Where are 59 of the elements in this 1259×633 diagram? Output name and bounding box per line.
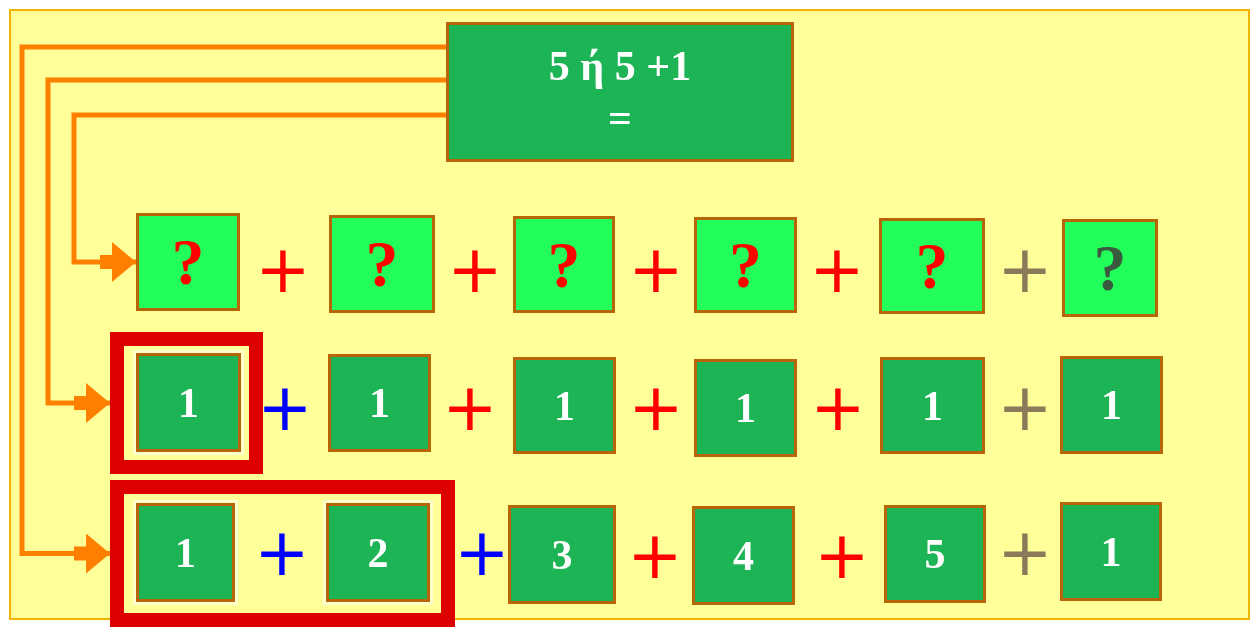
question-box [329,215,435,313]
plus-sign: + [255,237,311,303]
plus-sign: + [628,375,684,441]
plus-sign: + [809,237,865,303]
number-label: 1 [175,531,196,574]
number-box [136,503,235,602]
number-label: 1 [554,384,575,427]
number-box [692,506,795,605]
plus-sign: + [442,375,498,441]
plus-sign: + [997,520,1053,586]
question-box [513,216,615,313]
plus-sign: + [628,237,684,303]
arrow [19,44,446,574]
plus-sign: + [997,237,1053,303]
plus-sign: + [627,523,683,589]
question-mark: ? [547,231,581,298]
equation-text: 5 ή 5 +1 [548,45,692,87]
plus-sign: + [454,520,510,586]
number-label: 3 [551,533,573,576]
number-label: 1 [1101,384,1122,426]
number-box [694,359,797,457]
number-label: 1 [735,387,756,429]
question-box [694,217,797,313]
question-box [1062,219,1158,317]
question-box [879,218,985,314]
plus-sign: + [814,523,870,589]
arrow [45,77,446,423]
highlight-frame [110,332,263,474]
number-label: 2 [367,531,389,574]
question-mark: ? [729,232,762,298]
plus-sign: + [254,520,310,586]
number-label: 1 [922,384,943,427]
equals-sign: = [608,97,632,139]
question-mark: ? [171,229,205,295]
plus-sign: + [810,375,866,441]
number-box [513,357,616,454]
number-box [880,357,985,454]
plus-sign: + [447,237,503,303]
number-box [1060,356,1163,454]
question-mark: ? [915,233,949,299]
number-box [884,505,986,603]
number-label: 5 [924,533,946,575]
question-box [136,213,240,311]
plus-sign: + [997,375,1053,441]
number-box [328,354,431,452]
number-label: 4 [733,534,754,577]
number-label: 1 [1100,530,1122,573]
question-mark: ? [1093,235,1127,301]
number-box [508,505,616,604]
question-mark: ? [365,231,399,297]
plus-sign: + [257,375,313,441]
number-label: 1 [369,382,390,424]
equation-box [446,22,794,162]
number-label: 1 [178,381,199,424]
highlight-frame [110,480,455,627]
number-box [326,503,430,602]
number-box [1060,502,1162,601]
number-box [136,353,241,452]
arrow [71,112,446,282]
